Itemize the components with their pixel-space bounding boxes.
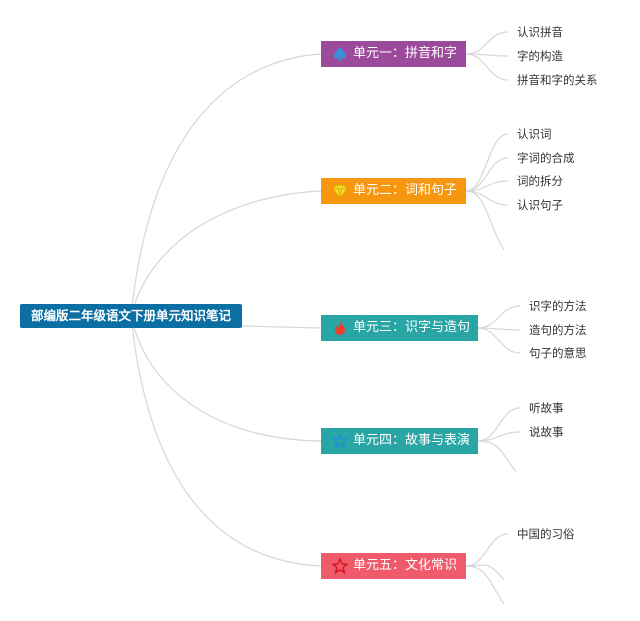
unit-2-topic[interactable]: 单元二：词和句子 bbox=[321, 178, 466, 204]
spade-icon bbox=[334, 47, 346, 61]
unit-3-item-2[interactable]: 造句的方法 bbox=[529, 323, 587, 337]
flame-icon bbox=[335, 321, 345, 335]
unit-5-item-1[interactable]: 中国的习俗 bbox=[517, 527, 575, 541]
unit-1-topic[interactable]: 单元一：拼音和字 bbox=[321, 41, 466, 67]
unit-3-topic[interactable]: 单元三：识字与造句 bbox=[321, 315, 478, 341]
star-outline-icon bbox=[332, 433, 348, 449]
unit-1-title: 单元一：拼音和字 bbox=[353, 46, 458, 61]
diamond-icon bbox=[332, 184, 348, 199]
unit-2-item-1[interactable]: 认识词 bbox=[517, 127, 552, 141]
unit-3-item-1[interactable]: 识字的方法 bbox=[529, 299, 587, 313]
unit-4-title: 单元四：故事与表演 bbox=[353, 433, 471, 448]
unit-2-item-3[interactable]: 词的拆分 bbox=[517, 174, 563, 188]
unit-2-item-2[interactable]: 字词的合成 bbox=[517, 151, 575, 165]
unit-5-title: 单元五：文化常识 bbox=[353, 558, 458, 573]
root-topic[interactable]: 部编版二年级语文下册单元知识笔记 bbox=[20, 304, 242, 328]
unit-1-item-2[interactable]: 字的构造 bbox=[517, 49, 563, 63]
unit-3-item-3[interactable]: 句子的意思 bbox=[529, 346, 587, 360]
unit-4-item-1[interactable]: 听故事 bbox=[529, 401, 564, 415]
unit-4-topic[interactable]: 单元四：故事与表演 bbox=[321, 428, 478, 454]
unit-3-title: 单元三：识字与造句 bbox=[353, 320, 471, 335]
root-title: 部编版二年级语文下册单元知识笔记 bbox=[30, 308, 231, 323]
unit-4-item-2[interactable]: 说故事 bbox=[529, 425, 564, 439]
unit-2-item-4[interactable]: 认识句子 bbox=[517, 198, 563, 212]
unit-5-topic[interactable]: 单元五：文化常识 bbox=[321, 553, 466, 579]
unit-1-item-1[interactable]: 认识拼音 bbox=[517, 25, 563, 39]
unit-2-title: 单元二：词和句子 bbox=[353, 183, 458, 198]
unit-1-item-3[interactable]: 拼音和字的关系 bbox=[517, 73, 598, 87]
star-outline-icon bbox=[332, 558, 348, 574]
